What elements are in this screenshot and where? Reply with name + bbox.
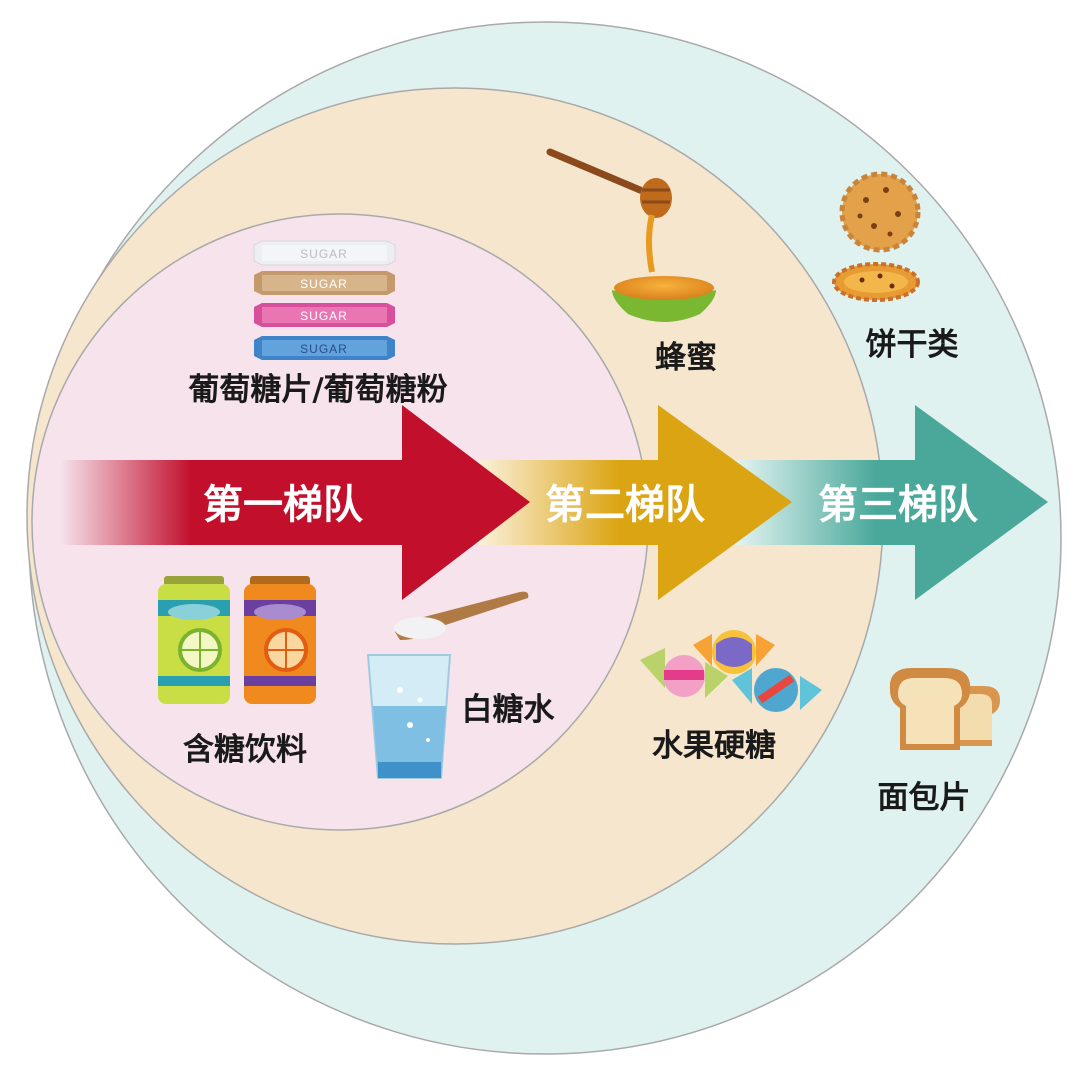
tier1-label: 第一梯队 bbox=[203, 482, 364, 528]
sugar-water-glass-icon bbox=[366, 591, 529, 779]
sugary-drinks-label: 含糖饮料 bbox=[183, 732, 307, 768]
sugar-packet-text: SUGAR bbox=[300, 309, 348, 323]
biscuits-icon bbox=[832, 171, 921, 302]
hard-candy-label: 水果硬糖 bbox=[652, 728, 776, 764]
bread-label: 面包片 bbox=[878, 780, 971, 816]
honey-icon bbox=[546, 148, 716, 322]
sugary-drink-cans-icon bbox=[158, 576, 316, 704]
sugar-packet-text: SUGAR bbox=[300, 277, 348, 291]
sugar-packets-icon: SUGAR SUGAR SUGAR SUGAR bbox=[253, 240, 396, 360]
biscuits-label: 饼干类 bbox=[866, 327, 959, 363]
sugar-packet-text: SUGAR bbox=[300, 247, 348, 261]
hard-candy-icon bbox=[640, 630, 822, 712]
tier1-arrow bbox=[60, 405, 530, 600]
bread-slices-icon bbox=[889, 668, 1000, 750]
honey-label: 蜂蜜 bbox=[655, 340, 717, 376]
tier2-label: 第二梯队 bbox=[545, 482, 706, 528]
sugar-packet-text: SUGAR bbox=[300, 342, 348, 356]
tier2-arrow bbox=[478, 405, 792, 600]
white-sugar-water-label: 白糖水 bbox=[462, 692, 556, 728]
tier3-label: 第三梯队 bbox=[818, 482, 979, 528]
glucose-label: 葡萄糖片/葡萄糖粉 bbox=[188, 372, 447, 408]
tier3-arrow bbox=[735, 405, 1048, 600]
